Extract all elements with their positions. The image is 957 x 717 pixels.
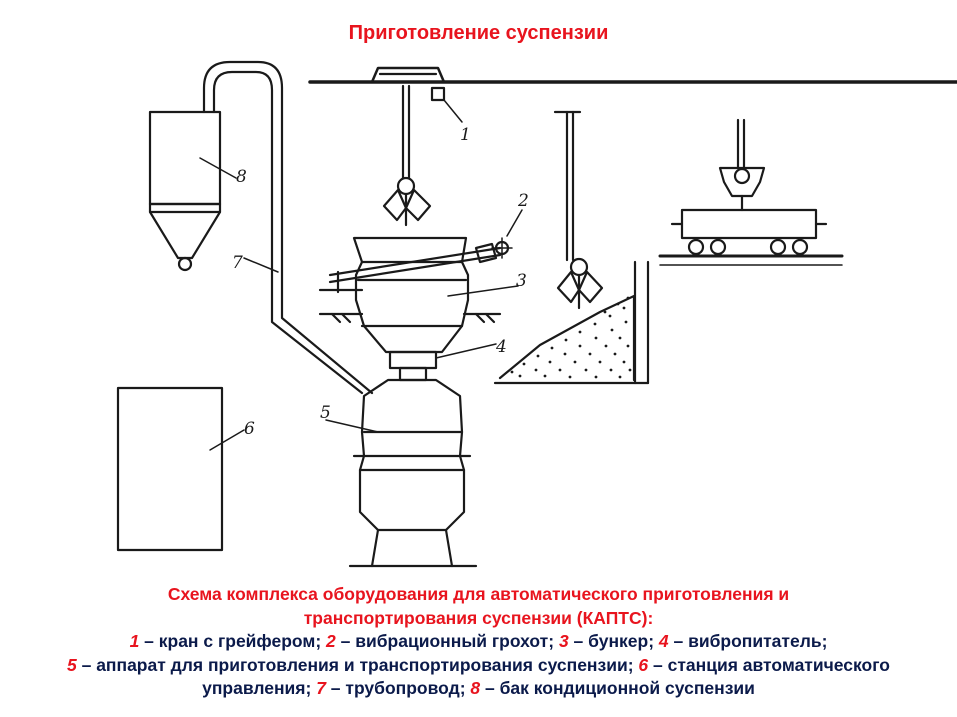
callout-2: 2 bbox=[517, 191, 529, 211]
legend-num: 3 bbox=[558, 631, 569, 651]
slide-title: Приготовление суспензии bbox=[348, 22, 609, 44]
rail-wagon bbox=[660, 120, 842, 265]
legend-text: – аппарат для приготовления и транспорти… bbox=[76, 654, 639, 675]
control-station bbox=[118, 388, 244, 550]
pipeline bbox=[204, 62, 372, 393]
callout-5: 5 bbox=[320, 403, 331, 423]
legend-num: 8 bbox=[470, 678, 481, 698]
legend-text: – вибрационный грохот; bbox=[335, 631, 559, 651]
caption-legend: 1 – кран с грейфером; 2 – вибрационный г… bbox=[20, 630, 937, 701]
storage-bin bbox=[495, 262, 648, 383]
caption-title-line-1: Схема комплекса оборудования для автомат… bbox=[167, 584, 790, 604]
material-pile bbox=[510, 296, 632, 379]
legend-num: 4 bbox=[658, 631, 669, 651]
figure-caption: Схема комплекса оборудования для автомат… bbox=[20, 583, 937, 701]
legend-text: – вибропитатель; bbox=[668, 631, 828, 651]
callout-4: 4 bbox=[495, 337, 507, 357]
legend-num: 6 bbox=[638, 654, 649, 675]
legend-text: – станция автоматического управления; bbox=[202, 654, 890, 699]
callout-8: 8 bbox=[236, 167, 247, 187]
legend-text: – бак кондиционной суспензии bbox=[480, 678, 755, 698]
callout-3: 3 bbox=[516, 271, 527, 291]
legend-text: – бункер; bbox=[568, 631, 659, 651]
legend-num: 5 bbox=[67, 654, 77, 675]
callout-6: 6 bbox=[244, 419, 255, 439]
grab-storage bbox=[555, 112, 602, 308]
suspension-tank bbox=[150, 112, 236, 270]
legend-num: 7 bbox=[316, 678, 326, 698]
callout-labels: 1 2 3 4 5 6 7 8 bbox=[232, 125, 529, 439]
vibrating-feeder bbox=[390, 344, 496, 380]
callout-1: 1 bbox=[460, 125, 471, 145]
suspension-apparatus bbox=[326, 380, 476, 566]
legend-num: 2 bbox=[326, 631, 336, 651]
legend-text: – кран с грейфером; bbox=[139, 631, 327, 651]
equipment-diagram: 1 2 3 4 5 6 7 8 bbox=[0, 0, 957, 580]
crane-rail bbox=[310, 68, 957, 82]
legend-num: 1 bbox=[129, 631, 140, 651]
bunker bbox=[320, 238, 518, 352]
caption-title-line-2: транспортирования суспензии (КАПТС): bbox=[303, 607, 654, 628]
callout-7: 7 bbox=[232, 253, 243, 273]
crane-with-grab bbox=[384, 86, 462, 225]
legend-text: – трубопровод; bbox=[325, 678, 471, 698]
